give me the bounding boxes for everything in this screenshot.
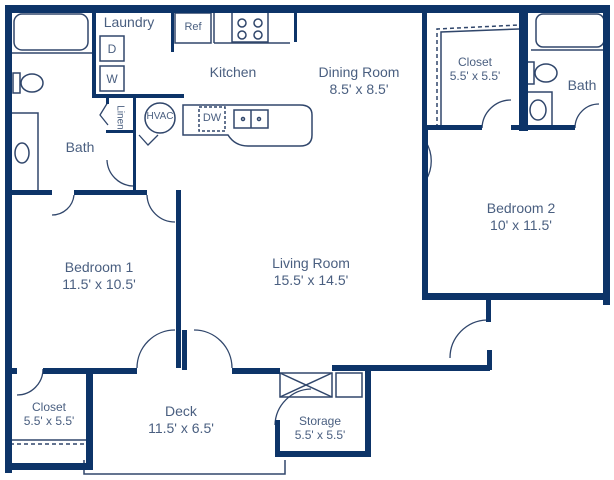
room-name: Storage — [298, 414, 342, 428]
kitchen-island — [182, 104, 313, 147]
linen-label: Linen — [114, 105, 126, 130]
room-laundry: Laundry — [104, 14, 155, 31]
room-bath-ne: Bath — [568, 77, 597, 94]
room-name: Closet — [457, 55, 492, 69]
hvac-label: HVAC — [146, 111, 174, 122]
room-dimensions: 5.5' x 5.5' — [23, 414, 75, 429]
room-dimensions: 8.5' x 8.5' — [329, 80, 389, 97]
room-name: Deck — [165, 403, 197, 419]
room-dimensions: 11.5' x 10.5' — [62, 275, 136, 292]
washer-icon — [99, 65, 125, 92]
stove-icon — [231, 11, 269, 43]
walls — [5, 5, 610, 473]
room-name: Kitchen — [209, 64, 257, 80]
room-dimensions: 15.5' x 14.5' — [273, 271, 349, 288]
dishwasher-label: DW — [202, 112, 222, 124]
room-name: Closet — [31, 400, 66, 414]
room-dimensions: 5.5' x 5.5' — [449, 69, 501, 84]
sink-icon — [14, 142, 30, 164]
dishwasher-icon — [198, 106, 226, 132]
bathtub-icon — [13, 13, 89, 51]
room-dimensions: 11.5' x 6.5' — [148, 419, 214, 436]
room-name: Bedroom 1 — [64, 259, 134, 275]
toilet-tank-icon — [526, 61, 535, 85]
room-bath-nw: Bath — [66, 139, 95, 156]
room-name: Dining Room — [318, 64, 400, 80]
dryer-icon — [99, 35, 125, 62]
bathtub-icon — [535, 13, 605, 48]
toilet-bowl-icon — [534, 63, 558, 83]
room-name: Bath — [65, 139, 95, 155]
toilet-tank-icon — [12, 72, 21, 94]
room-dimensions: 10' x 11.5' — [490, 216, 552, 233]
room-dimensions: 5.5' x 5.5' — [294, 428, 346, 443]
refrigerator-label: Ref — [184, 21, 202, 33]
storage-shelf-icon — [279, 372, 333, 398]
room-name: Bath — [567, 77, 597, 93]
sink-icon — [529, 99, 547, 121]
room-name: Living Room — [272, 255, 350, 271]
hvac-icon — [144, 102, 176, 134]
washer-label: W — [106, 72, 118, 86]
dryer-label: D — [107, 42, 117, 56]
toilet-bowl-icon — [20, 73, 44, 93]
room-kitchen: Kitchen — [210, 64, 257, 81]
room-name: Laundry — [103, 14, 155, 30]
door-swings — [16, 99, 600, 426]
fixtures — [8, 11, 608, 475]
room-name: Bedroom 2 — [486, 200, 556, 216]
